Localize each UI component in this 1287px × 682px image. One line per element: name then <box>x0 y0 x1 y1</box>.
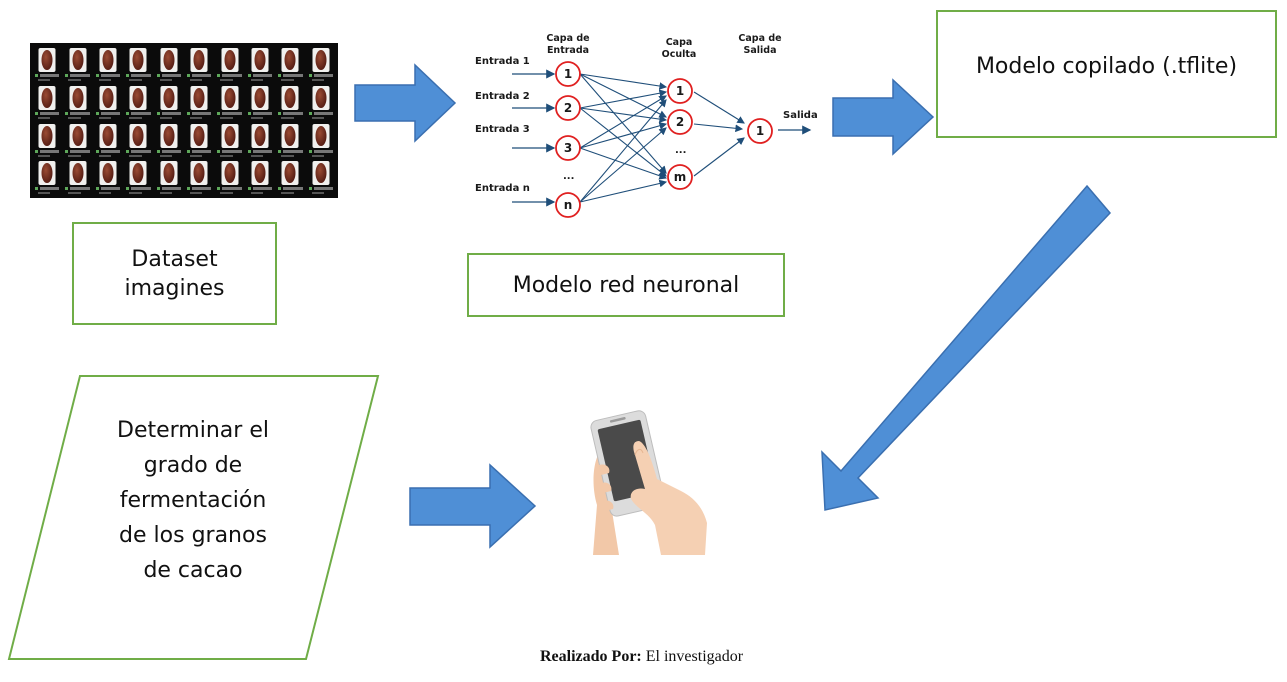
output-layer-title-2: Salida <box>744 45 777 56</box>
hidden-node-2-label: 2 <box>676 115 684 129</box>
dataset-thumbnail <box>32 121 62 159</box>
dataset-thumbnail <box>32 45 62 83</box>
dataset-thumbnail <box>123 83 153 121</box>
determine-line-2: grado de <box>143 453 243 478</box>
dataset-box: Dataset imagines <box>72 222 277 325</box>
dataset-thumbnail <box>62 83 92 121</box>
hidden-connections <box>579 73 668 203</box>
hidden-layer-title-1: Capa <box>666 37 693 48</box>
input-layer-title-1: Capa de <box>546 33 589 44</box>
dataset-thumbnail <box>32 158 62 196</box>
dataset-thumbnail <box>184 158 214 196</box>
input-label-n: Entrada n <box>475 183 530 194</box>
input-node-2 <box>555 95 581 121</box>
dataset-thumbnail <box>245 158 275 196</box>
dataset-thumbnail <box>214 121 244 159</box>
input-layer-title-2: Entrada <box>547 45 589 56</box>
dataset-thumbnail <box>306 83 336 121</box>
output-node-label: 1 <box>756 124 764 138</box>
arrow-nn-to-compiled <box>832 78 935 156</box>
hidden-node-1 <box>667 78 693 104</box>
input-label-2: Entrada 2 <box>475 91 530 102</box>
dataset-thumbnail <box>275 158 305 196</box>
hidden-node-1-label: 1 <box>676 84 684 98</box>
dataset-thumbnail <box>306 121 336 159</box>
dataset-image-grid <box>30 43 338 198</box>
input-label-1: Entrada 1 <box>475 56 530 67</box>
dataset-thumbnail <box>245 121 275 159</box>
input-node-2-label: 2 <box>564 101 572 115</box>
determine-parallelogram <box>7 375 380 660</box>
dataset-thumbnail <box>32 83 62 121</box>
dataset-thumbnail <box>275 45 305 83</box>
neural-network-diagram: Capa de Entrada Capa Oculta Capa de Sali… <box>475 33 818 218</box>
dataset-box-label: Dataset imagines <box>124 246 225 301</box>
input-node-3-label: 3 <box>564 141 572 155</box>
hidden-layer-title-2: Oculta <box>662 49 697 60</box>
dataset-thumbnail <box>62 158 92 196</box>
input-node-1-label: 1 <box>564 67 572 81</box>
input-node-1 <box>555 61 581 87</box>
dataset-thumbnail <box>245 45 275 83</box>
determine-text: Determinar el grado de fermentación de l… <box>98 413 288 588</box>
nn-model-box: Modelo red neuronal <box>467 253 785 317</box>
output-layer-title-1: Capa de <box>738 33 781 44</box>
dataset-thumbnail <box>184 45 214 83</box>
determine-line-4: de los granos <box>119 523 267 548</box>
dataset-thumbnail <box>154 83 184 121</box>
dataset-thumbnail <box>184 83 214 121</box>
dataset-thumbnail <box>62 45 92 83</box>
dataset-thumbnail <box>214 45 244 83</box>
dataset-thumbnail <box>154 45 184 83</box>
dataset-thumbnail <box>184 121 214 159</box>
hidden-node-2 <box>667 109 693 135</box>
compiled-model-box: Modelo copilado (.tflite) <box>936 10 1277 138</box>
dataset-thumbnail <box>62 121 92 159</box>
dataset-thumbnail <box>123 121 153 159</box>
hidden-node-m-label: m <box>674 170 687 184</box>
dataset-thumbnail <box>214 158 244 196</box>
nn-model-box-label: Modelo red neuronal <box>512 272 740 298</box>
arrow-dataset-to-nn <box>354 63 457 143</box>
arrow-determine-to-phone <box>409 463 537 549</box>
input-node-n-label: n <box>564 198 573 212</box>
input-arrows <box>512 69 556 207</box>
compiled-model-box-label: Modelo copilado (.tflite) <box>975 53 1238 79</box>
output-label: Salida <box>783 110 818 121</box>
dataset-thumbnail <box>154 158 184 196</box>
dataset-thumbnail <box>123 45 153 83</box>
footer-value: El investigador <box>645 648 744 665</box>
determine-line-5: de cacao <box>143 558 243 583</box>
dataset-thumbnail <box>93 121 123 159</box>
dataset-thumbnail <box>306 45 336 83</box>
arrow-compiled-to-phone <box>821 184 1112 511</box>
footer-credit: Realizado Por: El investigador <box>540 648 743 666</box>
determine-line-3: fermentación <box>119 488 267 513</box>
smartphone-touch-icon <box>590 410 707 555</box>
output-connections <box>693 91 745 177</box>
dataset-thumbnail <box>93 45 123 83</box>
hidden-node-m <box>667 164 693 190</box>
dataset-thumbnail <box>123 158 153 196</box>
footer-label: Realizado Por: <box>540 648 642 665</box>
dataset-thumbnail <box>275 83 305 121</box>
hidden-ellipsis: ... <box>675 145 686 156</box>
input-label-3: Entrada 3 <box>475 124 530 135</box>
dataset-thumbnail <box>93 83 123 121</box>
input-node-n <box>555 192 581 218</box>
output-node <box>747 118 773 144</box>
determine-line-1: Determinar el <box>117 418 269 443</box>
input-node-3 <box>555 135 581 161</box>
dataset-thumbnail <box>245 83 275 121</box>
dataset-thumbnail <box>154 121 184 159</box>
dataset-thumbnail <box>275 121 305 159</box>
input-ellipsis: ... <box>563 171 574 182</box>
dataset-thumbnail <box>214 83 244 121</box>
dataset-thumbnail <box>93 158 123 196</box>
dataset-thumbnail <box>306 158 336 196</box>
